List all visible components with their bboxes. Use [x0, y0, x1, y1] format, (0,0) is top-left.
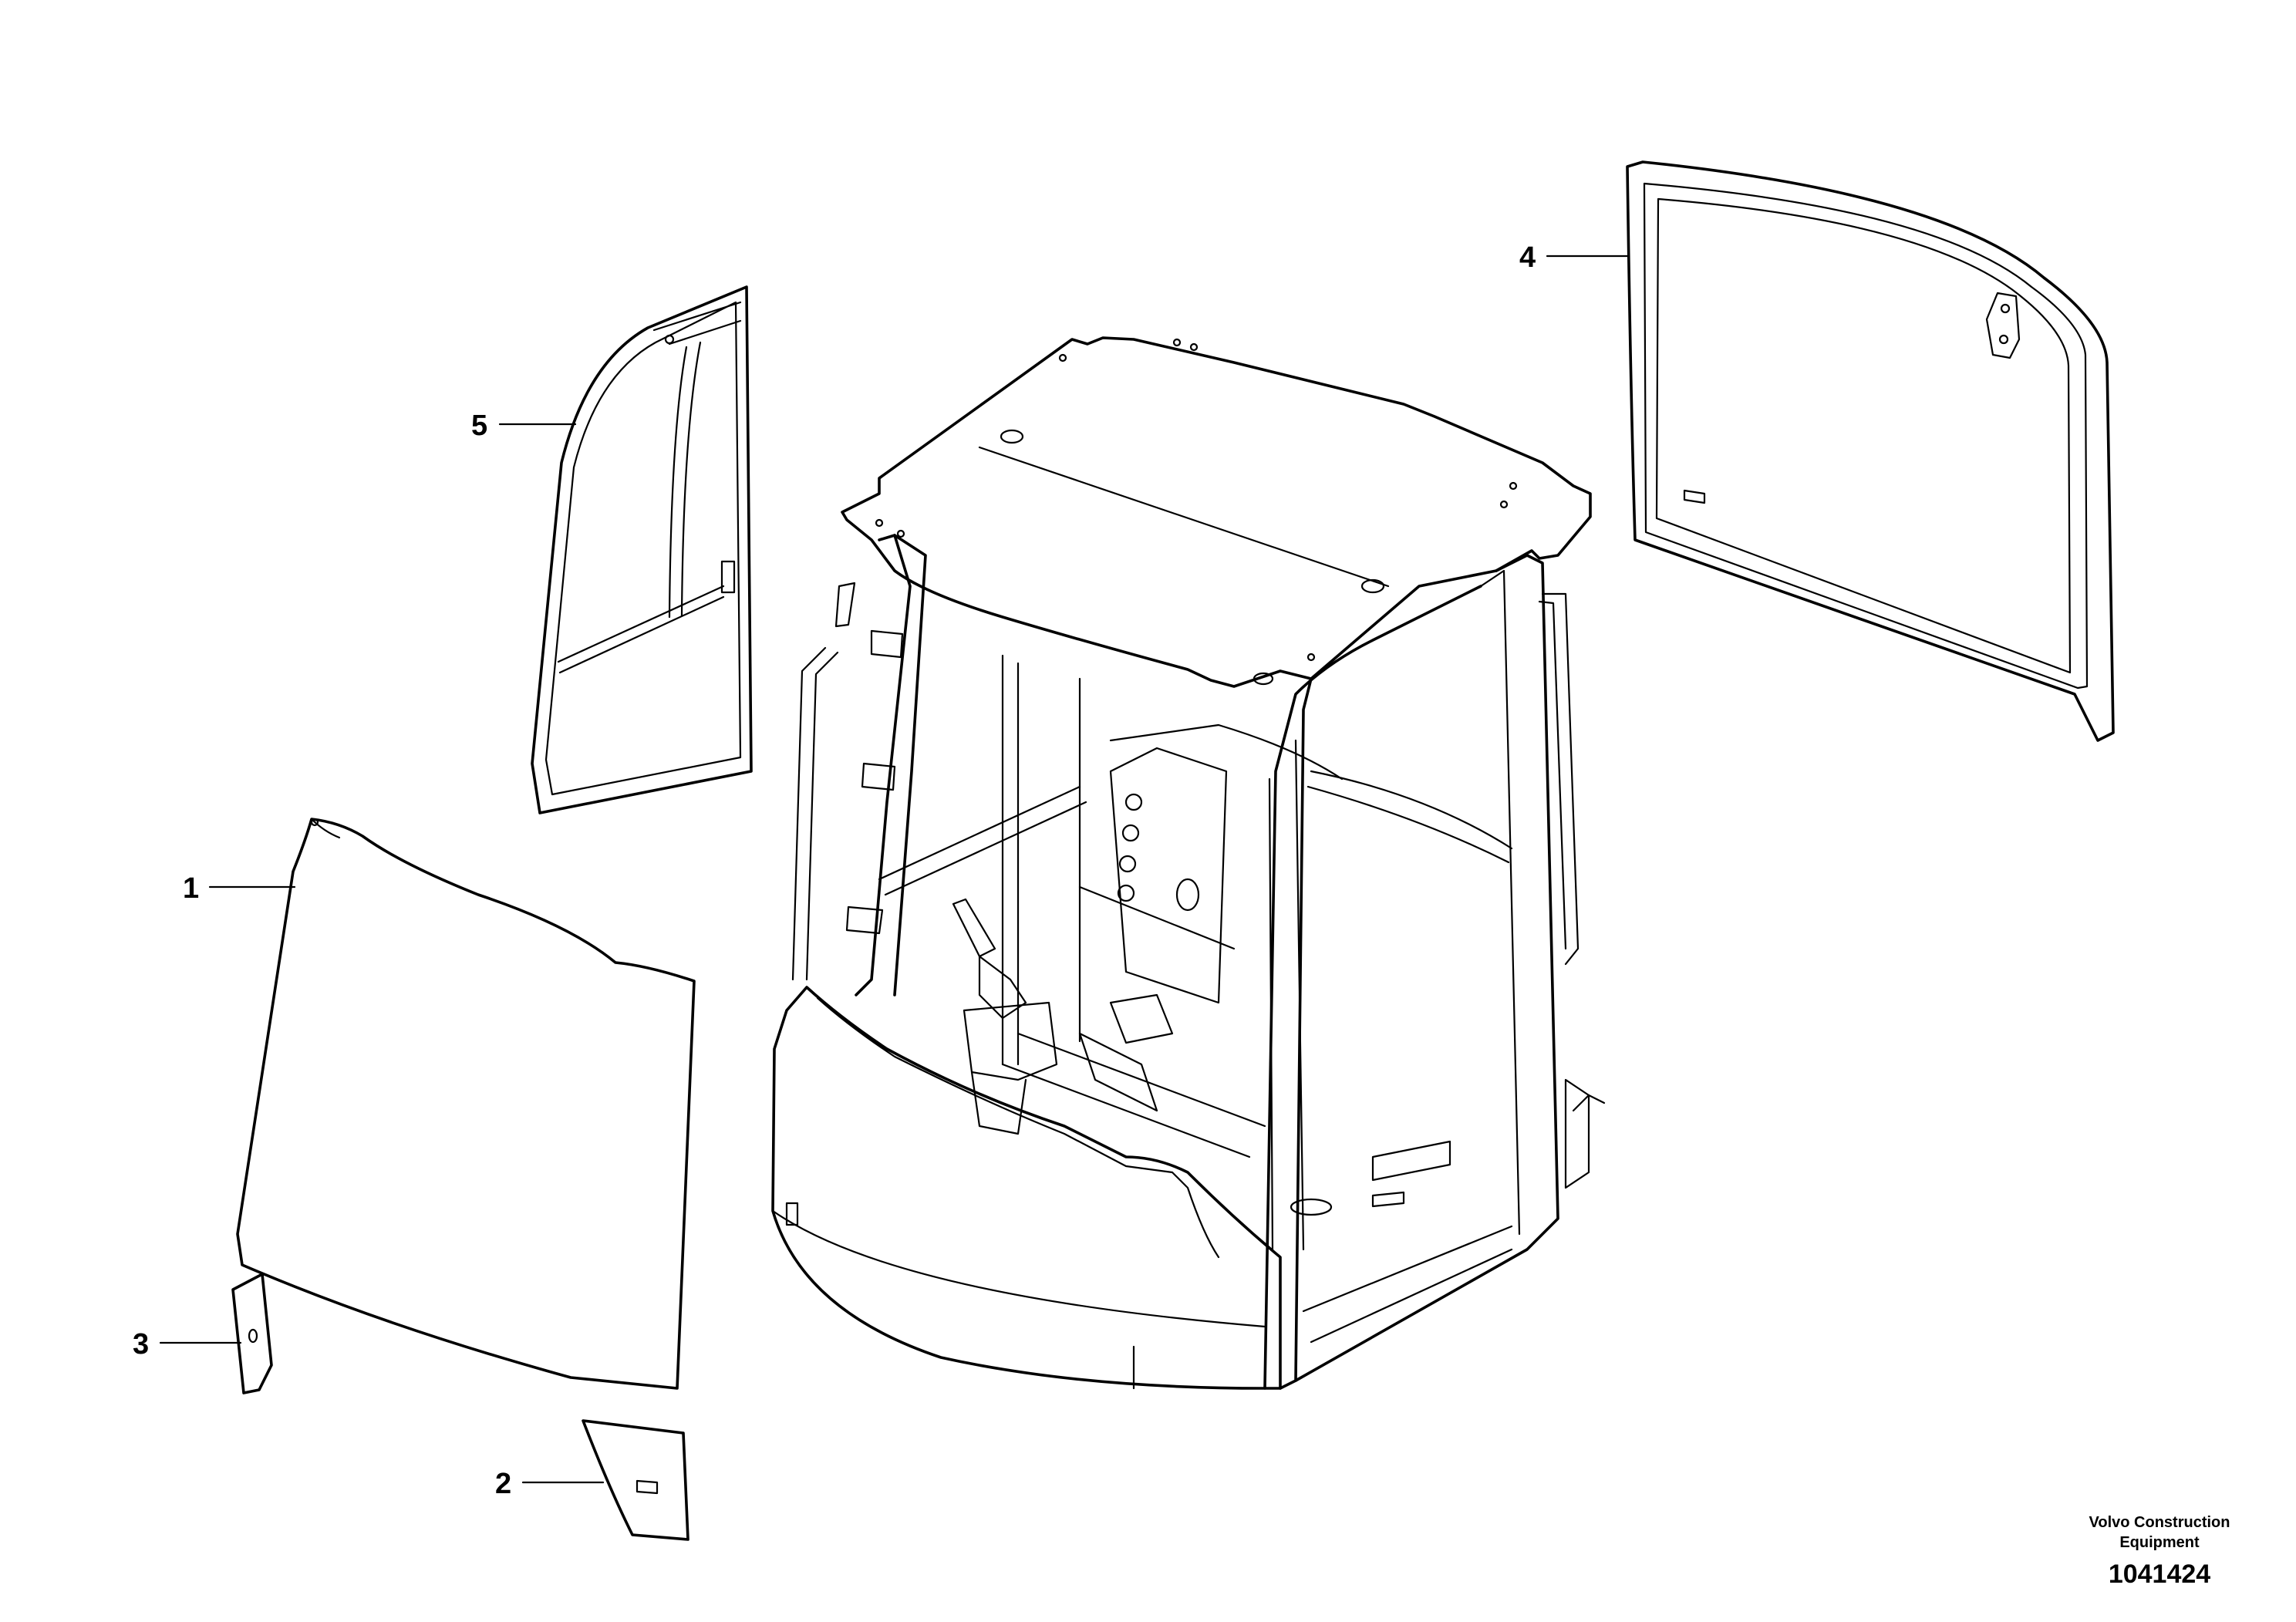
- drawing-number: 1041424: [2109, 1560, 2210, 1589]
- callout-5: 5: [471, 410, 487, 442]
- callout-3: 3: [133, 1328, 149, 1361]
- part-4-rear-glass: [1626, 160, 2115, 742]
- cab-frame: [771, 336, 1606, 1390]
- company-name-line2: Equipment: [2119, 1534, 2200, 1551]
- callout-1: 1: [183, 872, 199, 905]
- callout-2: 2: [495, 1468, 511, 1500]
- part-3-small-glass: [231, 1273, 273, 1394]
- callout-leaders: [159, 255, 1629, 1484]
- callout-4: 4: [1519, 241, 1536, 274]
- callout-numbers: 1 2 3 4 5: [133, 241, 1536, 1500]
- part-1-windshield: [236, 818, 696, 1390]
- part-5-door-glass: [531, 285, 753, 814]
- company-name-line1: Volvo Construction: [2089, 1514, 2230, 1531]
- footer-block: Volvo Construction Equipment 1041424: [2089, 1514, 2230, 1589]
- part-2-corner-glass: [582, 1419, 689, 1541]
